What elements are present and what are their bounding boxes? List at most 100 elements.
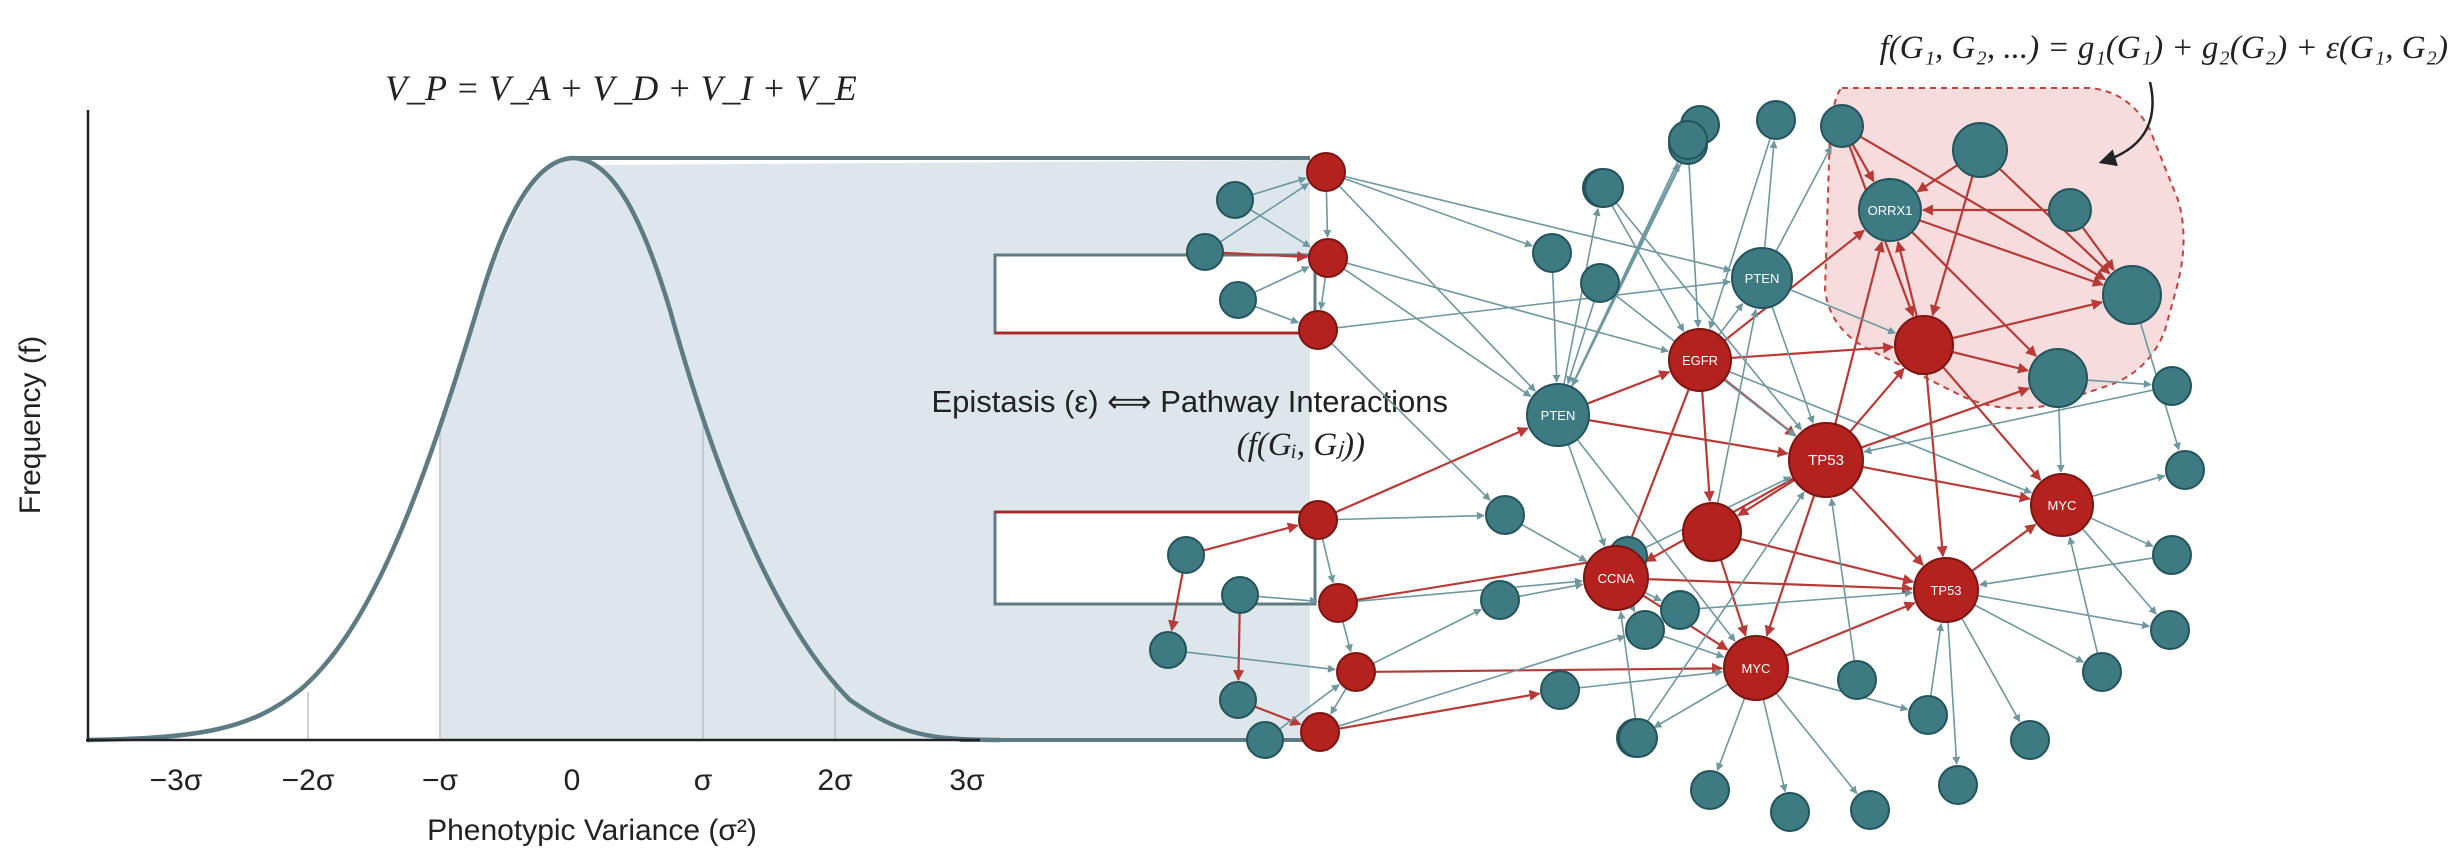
gene-node-red	[1788, 422, 1864, 498]
pathway-edge	[1929, 622, 1945, 697]
gene-label: TP53	[1808, 452, 1844, 469]
pathway-edge	[1834, 240, 1885, 425]
pathway-edge	[1764, 494, 1816, 637]
pathway-edge	[1916, 164, 1959, 193]
pathway-edge	[1739, 537, 1915, 585]
pathway-edge	[1222, 251, 1309, 262]
gene-label: PTEN	[1745, 271, 1780, 286]
gene-node-red	[1894, 315, 1954, 375]
x-tick-labels: −3σ −2σ −σ 0 σ 2σ 3σ	[150, 764, 985, 797]
pathway-edge	[2086, 379, 2152, 389]
pathway-edge	[1627, 603, 1636, 613]
pathway-edge	[1563, 207, 1601, 385]
gene-node-red	[2030, 473, 2094, 537]
x-tick-label: 2σ	[817, 764, 853, 797]
pathway-edge	[1647, 578, 1914, 594]
pathway-edge	[1251, 176, 1307, 196]
pathway-edge	[1323, 190, 1332, 238]
gene-node-teal	[1219, 681, 1257, 719]
pathway-edge	[1342, 621, 1353, 653]
pathway-edge	[1551, 271, 1561, 383]
x-tick-label: 3σ	[949, 764, 985, 797]
gene-node-teal	[1480, 580, 1520, 620]
pathway-edge	[1374, 662, 1724, 674]
pathway-edge	[1617, 610, 1637, 720]
additive-model-equation: f(G₁, G₂, ...) = g₁(G₁) + g₂(G₂) + ε(G₁,…	[1880, 30, 2448, 66]
pathway-edge	[1330, 342, 1491, 501]
pathway-edge	[1662, 635, 1725, 659]
gene-node-red	[1306, 152, 1346, 192]
gene-node-teal	[2010, 720, 2050, 760]
x-tick-label: −σ	[422, 764, 459, 797]
pathway-edge	[1626, 388, 1690, 548]
gene-node-teal	[1625, 610, 1665, 650]
gene-node-teal	[1532, 233, 1572, 273]
pathway-edge	[1253, 266, 1310, 294]
pathway-edge	[1233, 612, 1245, 682]
gene-node-teal	[2102, 265, 2162, 325]
pathway-edge	[1708, 137, 1772, 330]
gene-node-teal	[1756, 100, 1796, 140]
pathway-edge	[1336, 511, 1485, 521]
pathway-edge	[1960, 617, 2021, 723]
x-tick-label: −2σ	[282, 764, 335, 797]
pathway-edge	[1895, 240, 1918, 318]
pathway-edge	[1859, 135, 2107, 281]
gene-node-red	[1682, 502, 1742, 562]
pathway-edge	[1219, 182, 1310, 243]
pathway-edge	[1698, 589, 1913, 610]
gene-node-red	[1913, 557, 1979, 623]
gene-node-red	[1318, 583, 1358, 623]
gene-node-teal	[1526, 383, 1590, 447]
pathway-edge	[1185, 651, 1336, 673]
pathway-edge	[1775, 145, 1832, 252]
pathway-edge	[1851, 143, 1875, 183]
gene-node-teal	[1690, 770, 1730, 810]
gene-node-teal	[1770, 792, 1810, 832]
pathway-edge	[1321, 538, 1336, 584]
x-axis-label: Phenotypic Variance (σ²)	[427, 814, 757, 847]
pathway-edge	[1951, 299, 2103, 340]
gene-node-teal	[1186, 233, 1224, 271]
pathway-edge	[1863, 389, 2154, 455]
gene-node-teal	[1580, 263, 1620, 303]
gene-node-teal	[1908, 695, 1948, 735]
pathway-edge	[1688, 163, 1702, 328]
gene-label: ORRX1	[1868, 203, 1913, 218]
gene-node-teal	[1149, 631, 1187, 669]
pathway-edge	[1771, 306, 1815, 424]
pathway-edge	[1338, 689, 1541, 730]
pathway-edge	[1978, 557, 2154, 588]
pathway-edge	[1719, 559, 1748, 637]
pathway-edge	[2089, 517, 2154, 548]
pathway-edge	[1337, 634, 1626, 728]
gene-node-red	[1583, 545, 1649, 611]
pathway-edge	[1168, 572, 1184, 632]
pathway-edge	[1728, 370, 2033, 494]
gene-node-red	[1298, 500, 1338, 540]
pathway-edge	[1336, 278, 1732, 329]
pathway-edge	[1860, 386, 2030, 449]
gene-node-teal	[1167, 536, 1205, 574]
gene-node-teal	[1731, 247, 1793, 309]
x-tick-label: −3σ	[150, 764, 203, 797]
normal-distribution-curve	[87, 155, 1001, 743]
gene-node-teal	[1938, 765, 1978, 805]
gene-node-teal	[1858, 178, 1922, 242]
pathway-edge	[1344, 175, 1732, 273]
pathway-edge	[1977, 594, 2151, 629]
pathway-edges	[1168, 135, 2181, 795]
pathway-edge	[1356, 577, 1583, 603]
pathway-edge	[1588, 419, 1789, 458]
pathway-edge	[1317, 276, 1327, 310]
pathway-edge	[1862, 465, 2031, 503]
pathway-edge	[1586, 370, 1671, 405]
x-tick-label: 0	[564, 764, 581, 797]
pathway-edge	[2067, 536, 2099, 654]
pathway-edge	[1973, 604, 2085, 663]
pathway-edge	[1254, 705, 1302, 726]
pathway-edge	[1716, 308, 1759, 504]
pathway-edge	[1942, 366, 2042, 481]
pathway-edge	[1911, 231, 2037, 357]
